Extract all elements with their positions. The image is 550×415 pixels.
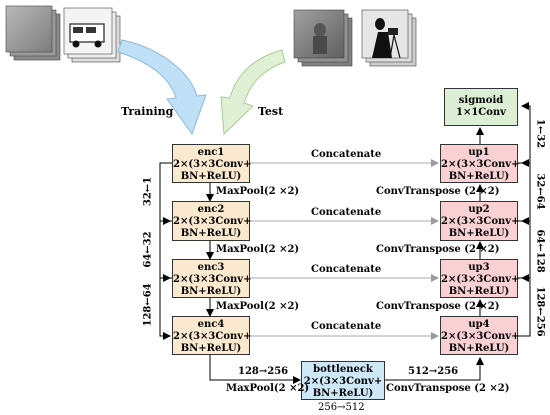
channel-label-left-1: 32←1 — [142, 176, 154, 207]
maxpool-label-3: MaxPool(2 ×2) — [216, 301, 300, 312]
enc2-line2: BN+ReLU) — [180, 228, 242, 239]
enc1-title: enc1 — [197, 147, 225, 158]
up3-title: up3 — [468, 262, 490, 273]
channel-label-left-3: 128←64 — [142, 283, 154, 327]
up3-line2: BN+ReLU) — [448, 286, 510, 297]
enc4-box: enc4 2×(3×3Conv+ BN+ReLU) — [172, 316, 252, 355]
bottleneck-line2: BN+ReLU) — [312, 388, 374, 399]
sigmoid-box: sigmoid 1×1Conv — [444, 88, 518, 126]
channel-label-right-1: 1←32 — [534, 118, 546, 149]
enc3-title: enc3 — [197, 262, 225, 273]
bottleneck-box: bottleneck 2×(3×3Conv+ BN+ReLU) — [301, 361, 385, 400]
enc4-line1: 2×(3×3Conv+ — [173, 331, 252, 342]
up3-box: up3 2×(3×3Conv+ BN+ReLU) — [440, 259, 520, 298]
training-noisy-images — [5, 5, 61, 61]
up4-line2: BN+ReLU) — [448, 343, 510, 354]
channel-label-right-2: 32←64 — [534, 173, 546, 210]
test-noisy-images — [293, 9, 353, 67]
enc2-title: enc2 — [197, 204, 225, 215]
up2-box: up2 2×(3×3Conv+ BN+ReLU) — [440, 201, 520, 241]
up1-title: up1 — [468, 147, 490, 158]
up3-line1: 2×(3×3Conv+ — [441, 274, 520, 285]
sigmoid-conv: 1×1Conv — [455, 107, 506, 118]
up1-line2: BN+ReLU) — [448, 171, 510, 182]
convtranspose-label-4: ConvTranspose (2 ×2) — [386, 383, 510, 394]
enc3-line1: 2×(3×3Conv+ — [173, 274, 252, 285]
test-label: Test — [258, 105, 284, 118]
sigmoid-title: sigmoid — [458, 95, 504, 106]
maxpool-label-4: MaxPool(2 ×2) — [226, 383, 310, 394]
bottleneck-channels: 256→512 — [318, 402, 365, 413]
up1-box: up1 2×(3×3Conv+ BN+ReLU) — [440, 144, 520, 183]
concatenate-label-2: Concatenate — [311, 207, 382, 218]
channel-label-right-4: 128←256 — [534, 286, 546, 337]
bottleneck-line1: 2×(3×3Conv+ — [303, 376, 383, 387]
enc1-box: enc1 2×(3×3Conv+ BN+ReLU) — [172, 144, 252, 183]
enc3-line2: BN+ReLU) — [180, 286, 242, 297]
up2-line1: 2×(3×3Conv+ — [441, 216, 520, 227]
enc1-line2: BN+ReLU) — [180, 171, 242, 182]
maxpool-label-1: MaxPool(2 ×2) — [216, 186, 300, 197]
channel-label-left-2: 64←32 — [142, 231, 154, 268]
enc2-box: enc2 2×(3×3Conv+ BN+ReLU) — [172, 201, 252, 241]
enc3-box: enc3 2×(3×3Conv+ BN+ReLU) — [172, 259, 252, 298]
concatenate-label-3: Concatenate — [311, 264, 382, 275]
enc2-line1: 2×(3×3Conv+ — [173, 216, 252, 227]
bottleneck-title: bottleneck — [313, 364, 373, 375]
up2-title: up2 — [468, 204, 490, 215]
channel-label-right-3: 64←128 — [534, 229, 546, 273]
training-arrow — [117, 39, 207, 136]
up4-box: up4 2×(3×3Conv+ BN+ReLU) — [440, 316, 520, 355]
training-clean-images — [63, 7, 121, 63]
convtranspose-label-1: ConvTranspose (2 ×2) — [376, 186, 500, 197]
test-arrow — [220, 49, 286, 136]
training-label: Training — [121, 105, 174, 118]
concatenate-label-4: Concatenate — [311, 321, 382, 332]
enc4-line2: BN+ReLU) — [180, 343, 242, 354]
enc4-title: enc4 — [197, 319, 225, 330]
concatenate-label-1: Concatenate — [311, 149, 382, 160]
maxpool-label-2: MaxPool(2 ×2) — [216, 244, 300, 255]
enc1-line1: 2×(3×3Conv+ — [173, 159, 252, 170]
up2-line2: BN+ReLU) — [448, 228, 510, 239]
bottleneck-up4-channels: 512→256 — [408, 366, 459, 377]
up4-line1: 2×(3×3Conv+ — [441, 331, 520, 342]
enc4-bottleneck-channels: 128→256 — [238, 366, 289, 377]
up1-line1: 2×(3×3Conv+ — [441, 159, 520, 170]
convtranspose-label-2: ConvTranspose (2 ×2) — [376, 244, 500, 255]
test-clean-images — [361, 9, 417, 67]
up4-title: up4 — [468, 319, 490, 330]
convtranspose-label-3: ConvTranspose (2 ×2) — [376, 301, 500, 312]
